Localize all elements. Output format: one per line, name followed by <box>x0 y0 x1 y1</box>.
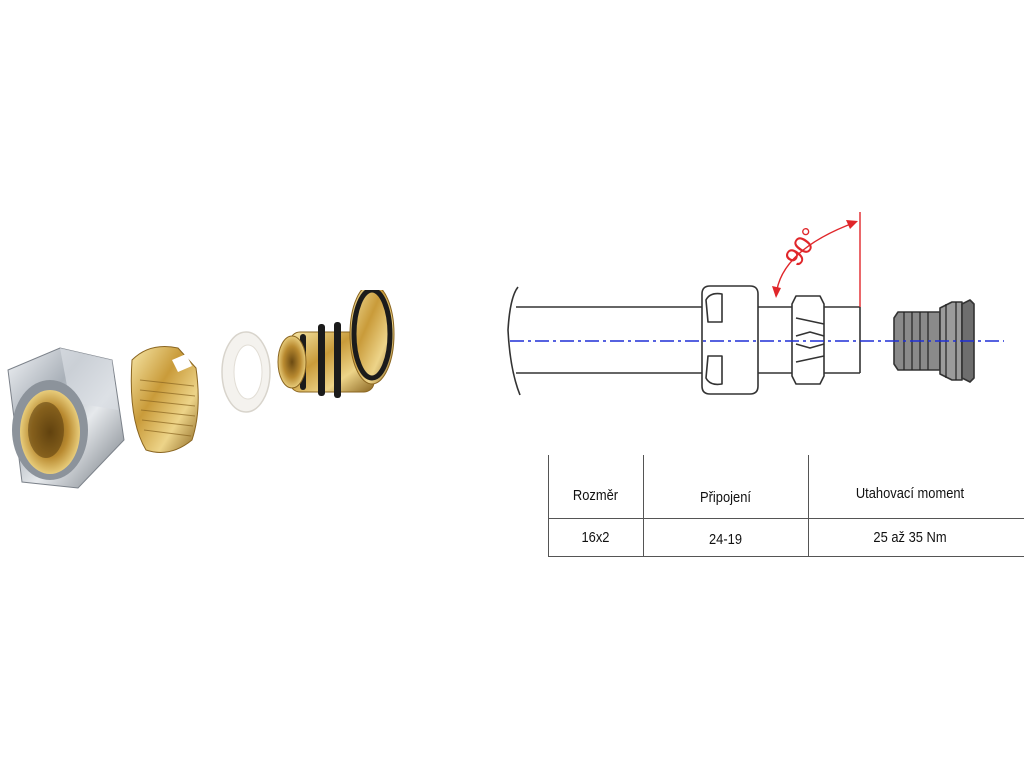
angle-annotation <box>772 212 861 307</box>
spec-table: Rozměr Připojení Utahovací moment 16x2 2… <box>548 455 1024 557</box>
header-connection: Připojení <box>700 489 751 506</box>
nut-outline <box>701 285 759 395</box>
table-divider <box>643 455 644 557</box>
fitting-parts-photo <box>7 290 395 489</box>
assembly-drawing: 90° <box>507 212 1004 396</box>
cell-size: 16x2 <box>581 529 610 546</box>
cell-torque: 25 až 35 Nm <box>873 529 947 546</box>
header-torque: Utahovací moment <box>855 485 965 502</box>
chrome-nut <box>7 347 125 489</box>
sleeve-outline <box>758 295 861 385</box>
pipe-outline <box>507 286 702 396</box>
angle-label: 90° <box>778 222 825 271</box>
table-divider <box>808 455 809 557</box>
white-washer <box>221 331 271 413</box>
cell-connection: 24-19 <box>708 531 743 548</box>
header-size: Rozměr <box>572 487 619 504</box>
table-divider <box>548 556 1024 557</box>
table-divider <box>548 455 549 557</box>
brass-insert-with-orings <box>277 290 395 398</box>
table-divider <box>548 518 1024 519</box>
brass-split-ring <box>130 346 199 453</box>
